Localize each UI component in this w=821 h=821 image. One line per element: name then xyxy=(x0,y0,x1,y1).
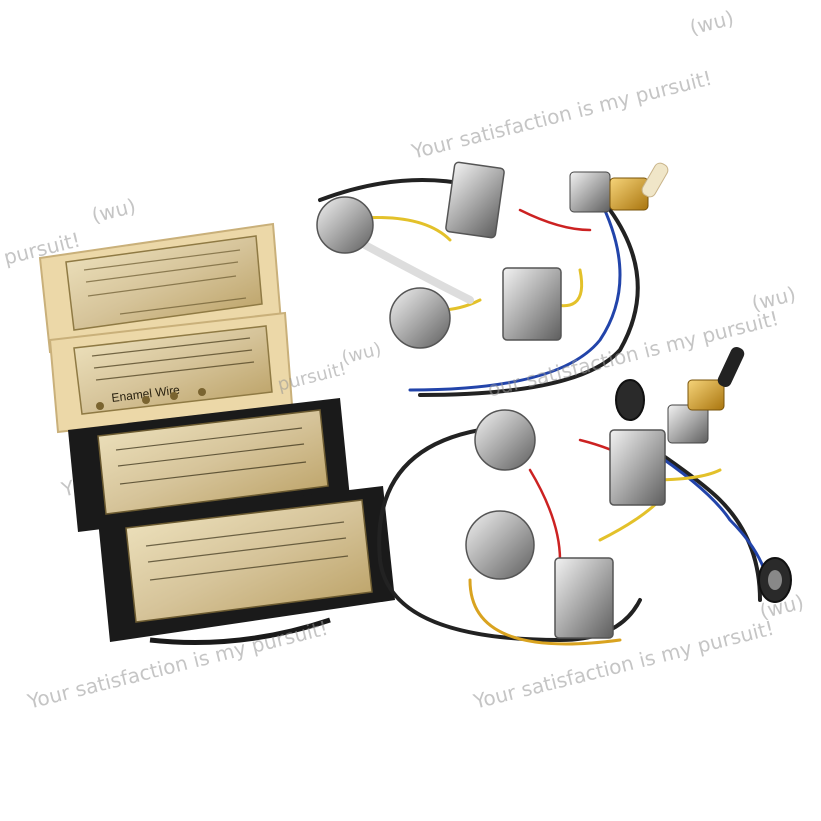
output-jack-bottom xyxy=(758,557,792,603)
potentiometer-top-3 xyxy=(445,161,505,239)
pickup-black-bridge xyxy=(98,486,395,645)
potentiometer-top-1 xyxy=(316,196,374,254)
potentiometer-bottom-1 xyxy=(474,409,536,471)
potentiometer-bottom-4 xyxy=(554,557,614,639)
output-jack-top xyxy=(615,379,645,421)
potentiometer-bottom-3 xyxy=(609,429,666,506)
toggle-switch-bottom xyxy=(667,346,745,444)
wiring-harness-top xyxy=(318,178,640,397)
wiring-harness-bottom xyxy=(377,428,772,646)
potentiometer-bottom-2 xyxy=(465,510,535,580)
pickup-cream-neck xyxy=(38,222,283,354)
potentiometer-top-4 xyxy=(502,267,562,341)
potentiometer-top-2 xyxy=(389,287,451,349)
toggle-switch-top xyxy=(569,162,669,213)
pickup-cream-bridge: Enamel Wire xyxy=(48,311,294,434)
